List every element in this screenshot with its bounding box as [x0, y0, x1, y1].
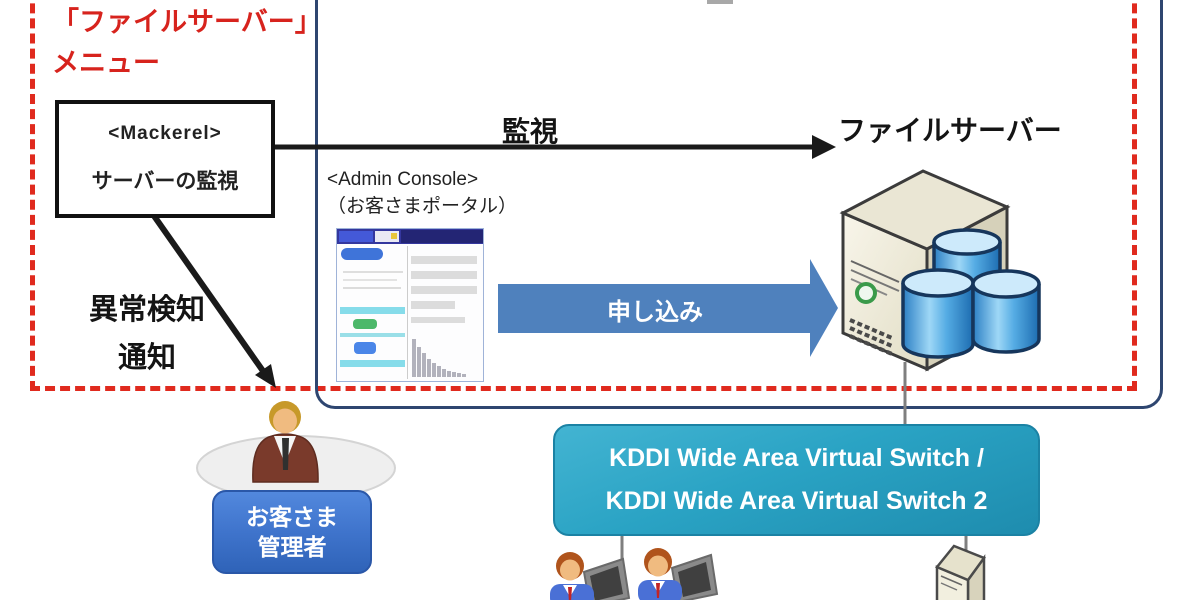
anomaly-label-line2: 通知 — [117, 342, 176, 374]
portal-panel-divider — [407, 246, 408, 379]
portal-list-row — [411, 256, 477, 264]
mackerel-monitoring-box: <Mackerel> サーバーの監視 — [55, 100, 275, 218]
file-server-icon — [839, 169, 1041, 372]
portal-cyan-section-bar — [340, 307, 405, 314]
portal-list-row — [411, 286, 477, 294]
user-at-monitor-icon — [550, 552, 631, 600]
file-server-label: ファイルサーバー — [838, 115, 1062, 146]
anomaly-notification-arrow — [149, 211, 276, 388]
portal-cyan-section-bar — [340, 360, 405, 367]
portal-list-row — [411, 301, 455, 309]
portal-text-line — [343, 279, 397, 281]
admin-console-label-line1: <Admin Console> — [327, 169, 479, 190]
portal-header-title-bar — [401, 230, 483, 243]
apply-arrow — [498, 259, 838, 357]
monitor-arrow — [267, 135, 836, 159]
mackerel-box-title: <Mackerel> — [108, 123, 222, 145]
anomaly-label-line1: 異常検知 — [88, 294, 205, 326]
apply-arrow-label: 申し込み — [607, 299, 703, 326]
customer-portal-thumbnail — [336, 228, 484, 382]
storage-cylinder-icon — [971, 269, 1041, 354]
portal-header-gap — [375, 231, 399, 242]
portal-header-dot — [391, 233, 397, 239]
service-outer-frame — [315, 0, 1163, 409]
user-server-icon — [934, 544, 986, 600]
storage-cylinder-icon — [901, 268, 975, 359]
annotation-title: 「ファイルサーバー」 メニュー — [52, 2, 322, 84]
portal-cyan-line — [340, 333, 405, 337]
kddi-virtual-switch-box: KDDI Wide Area Virtual Switch / KDDI Wid… — [553, 424, 1040, 536]
portal-small-blue-button — [354, 342, 376, 354]
portal-header-tab — [339, 231, 373, 242]
annotation-title-line2: メニュー — [52, 48, 160, 78]
customer-admin-line2: 管理者 — [257, 534, 327, 560]
customer-admin-line1: お客さま — [246, 504, 338, 530]
mackerel-box-subtitle: サーバーの監視 — [91, 169, 239, 193]
admin-console-label-line2: （お客さまポータル） — [327, 196, 518, 217]
server-logo-icon — [855, 282, 877, 304]
user-at-monitor-icon — [638, 548, 719, 600]
cutoff-connector-mark — [707, 0, 733, 4]
portal-text-line — [343, 287, 401, 289]
admin-console-label: <Admin Console> （お客さまポータル） — [327, 166, 517, 220]
customer-admin-person-icon — [196, 401, 396, 501]
portal-list-row — [411, 317, 465, 323]
anomaly-notification-label: 異常検知 通知 — [58, 286, 236, 382]
portal-green-button — [353, 319, 377, 329]
network-box-line2: KDDI Wide Area Virtual Switch 2 — [605, 487, 988, 515]
portal-list-row — [411, 271, 477, 279]
file-server-menu-dashed-frame — [30, 0, 1137, 391]
portal-blue-button — [341, 248, 383, 260]
customer-admin-box: お客さま 管理者 — [212, 490, 372, 574]
network-box-line1: KDDI Wide Area Virtual Switch / — [609, 444, 984, 472]
monitor-arrow-label: 監視 — [501, 116, 558, 147]
portal-histogram-chart — [412, 337, 478, 377]
annotation-title-line1: 「ファイルサーバー」 — [52, 7, 322, 37]
portal-text-line — [343, 271, 403, 273]
